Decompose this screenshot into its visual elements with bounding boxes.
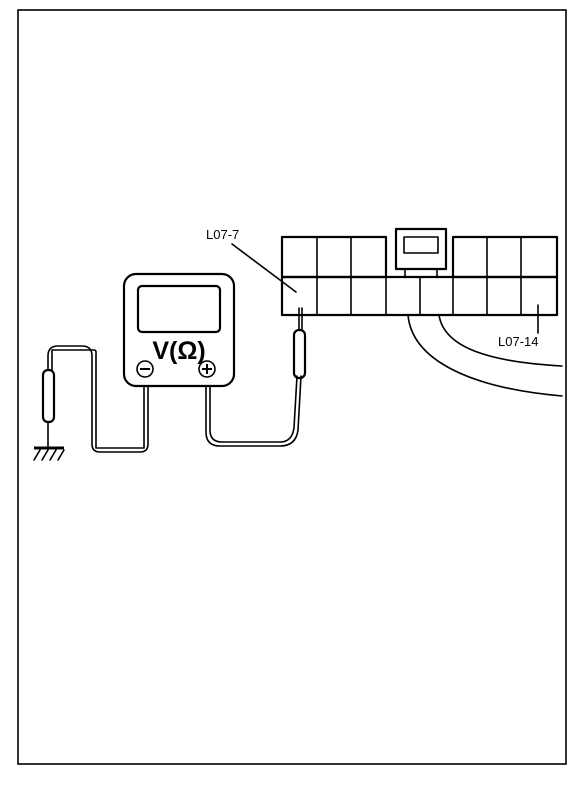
pin-label-l07-14: L07-14 (498, 334, 538, 349)
connector-top-right-block (451, 235, 559, 279)
connector (280, 227, 559, 317)
connector-top-left-block (280, 235, 388, 279)
harness-wires (407, 314, 563, 397)
connector-latch (394, 227, 448, 271)
negative-test-lead (33, 345, 149, 461)
meter-positive-terminal (198, 360, 216, 378)
pin-label-l07-7: L07-7 (206, 227, 239, 242)
meter-body (122, 272, 236, 388)
meter-mode-label: V(Ω) (152, 337, 205, 365)
leader-line-l07-7 (231, 243, 297, 293)
positive-probe (292, 328, 307, 380)
diagram-border (17, 9, 567, 765)
meter-negative-terminal (136, 360, 154, 378)
multimeter: V(Ω) (122, 272, 236, 388)
ground-icon (33, 446, 65, 461)
ground-probe (41, 368, 56, 424)
positive-test-lead (205, 307, 307, 447)
meter-display (136, 284, 222, 334)
